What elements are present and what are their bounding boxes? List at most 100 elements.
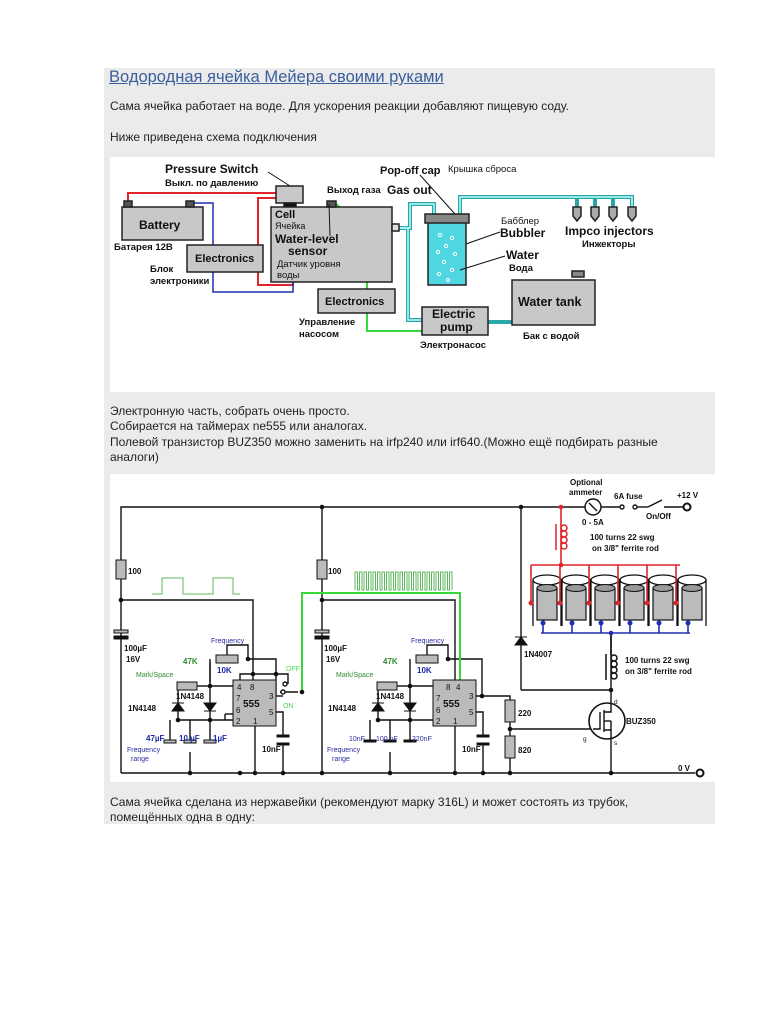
label-cap: 100µF bbox=[124, 644, 147, 653]
label-ic: 555 bbox=[243, 699, 260, 710]
label-bubbler-ru: Бабблер bbox=[501, 216, 539, 227]
label-coil1-2: on 3/8" ferrite rod bbox=[592, 544, 659, 553]
label-battery: Battery bbox=[139, 218, 181, 232]
top-rail bbox=[120, 506, 585, 773]
resistor-220 bbox=[504, 699, 516, 723]
label-cell: Cell bbox=[275, 209, 295, 221]
node-dot bbox=[540, 620, 546, 626]
resistor-820 bbox=[504, 735, 516, 759]
node-dot bbox=[656, 620, 662, 626]
label-pot-10k: 10K bbox=[217, 666, 232, 675]
pin-label: 4 bbox=[237, 683, 242, 692]
circuit-schematic: 100 100µF 16V 1N4148 1N4148 555 10nF 100… bbox=[110, 474, 715, 782]
switch-off-label: OFF bbox=[286, 666, 300, 673]
label-r-100: 100 bbox=[128, 567, 142, 576]
wire-red-battery bbox=[127, 192, 276, 203]
label-drain: d bbox=[614, 699, 618, 706]
label-diode: 1N4148 bbox=[128, 704, 157, 713]
label-pump-1: Electric bbox=[432, 307, 476, 321]
label-electronics-ru-2: электроники bbox=[150, 276, 210, 287]
pot-10k bbox=[215, 654, 239, 664]
diode-icon bbox=[371, 702, 385, 712]
node-dot bbox=[644, 600, 650, 606]
label-diode: 1N4148 bbox=[176, 692, 205, 701]
pin-label: 8 bbox=[446, 683, 451, 692]
bubbler-cap bbox=[424, 213, 470, 224]
pot-47k bbox=[376, 681, 398, 691]
junction-dot bbox=[507, 726, 513, 732]
node-dot bbox=[615, 600, 621, 606]
cell-inner-tube bbox=[536, 587, 558, 621]
label-bubbler: Bubbler bbox=[500, 226, 546, 240]
junction-dot bbox=[375, 717, 381, 723]
junction-dot bbox=[407, 683, 413, 689]
electrolysis-cells bbox=[528, 565, 707, 633]
label-mark-space: Mark/Space bbox=[336, 672, 373, 679]
label-c5: 10nF bbox=[262, 745, 281, 754]
paragraph-electronics-2: Собирается на таймерах ne555 или аналога… bbox=[110, 419, 368, 433]
cell-inner-rim bbox=[623, 584, 645, 592]
pin-label: 2 bbox=[236, 717, 241, 726]
node-dot bbox=[685, 620, 691, 626]
pin-label: 6 bbox=[436, 706, 441, 715]
cell-box bbox=[270, 206, 393, 283]
bubbler-jar bbox=[427, 221, 467, 286]
label-water-level-ru-1: Датчик уровня bbox=[277, 259, 341, 270]
label-gas-out-ru: Выход газа bbox=[327, 185, 381, 196]
cell-outer-rim bbox=[561, 574, 591, 586]
junction-dot bbox=[319, 504, 325, 510]
waveform-slow bbox=[152, 577, 240, 595]
cell-inner-tube bbox=[652, 587, 674, 621]
junction-dot bbox=[558, 562, 564, 568]
label-frequency-range-1: Frequency bbox=[127, 747, 161, 754]
node-dot bbox=[673, 600, 679, 606]
article-title-link[interactable]: Водородная ячейка Мейера своими руками bbox=[109, 68, 444, 86]
junction-dot bbox=[387, 770, 393, 776]
label-pot-10k: 10K bbox=[417, 666, 432, 675]
label-electronics-ru-1: Блок bbox=[150, 264, 174, 275]
paragraph-electronics-4: аналоги) bbox=[110, 450, 159, 464]
pin-label: 6 bbox=[236, 706, 241, 715]
cell-inner-tube bbox=[681, 587, 703, 621]
label-supply: +12 V bbox=[677, 491, 699, 500]
cell-inner-rim bbox=[652, 584, 674, 592]
electronics-pump-box bbox=[317, 288, 396, 314]
label-frequency-range-1: Frequency bbox=[327, 747, 361, 754]
paragraph-cell-1: Сама ячейка сделана из нержавейки (реком… bbox=[110, 795, 629, 809]
pipe-return bbox=[400, 226, 422, 322]
label-frequency: Frequency bbox=[211, 638, 245, 645]
label-water-level-ru-2: воды bbox=[277, 270, 300, 281]
label-water-level-1: Water-level bbox=[275, 232, 339, 246]
ic-555 bbox=[232, 679, 277, 727]
wire-blue bbox=[192, 202, 294, 293]
label-cap-voltage: 16V bbox=[326, 655, 341, 664]
label-pressure-switch-ru: Выкл. по давлению bbox=[165, 178, 258, 189]
label-pump-ru: Электронасос bbox=[420, 340, 486, 351]
node-dot bbox=[528, 600, 534, 606]
label-r-220: 220 bbox=[518, 709, 532, 718]
resistor-100 bbox=[316, 559, 328, 580]
label-frequency-range-2: range bbox=[131, 756, 149, 763]
node-dot bbox=[557, 600, 563, 606]
label-c1: 47µF bbox=[146, 734, 165, 743]
pin-label: 7 bbox=[436, 694, 441, 703]
label-pot-47k: 47K bbox=[383, 657, 398, 666]
pin-label: 1 bbox=[253, 717, 258, 726]
label-injectors-ru: Инжекторы bbox=[582, 239, 635, 250]
junction-dot bbox=[480, 770, 486, 776]
junction-dot bbox=[175, 717, 181, 723]
label-water: Water bbox=[506, 248, 539, 262]
label-cap-voltage: 16V bbox=[126, 655, 141, 664]
label-ammeter-1: Optional bbox=[570, 478, 602, 487]
junction-dot bbox=[319, 597, 325, 603]
paragraph-intro: Сама ячейка работает на воде. Для ускоре… bbox=[110, 99, 569, 113]
label-popoff-cap-ru: Крышка сброса bbox=[448, 164, 517, 175]
label-electronics-pump: Electronics bbox=[325, 296, 384, 308]
label-r-820: 820 bbox=[518, 746, 532, 755]
coil-icon bbox=[605, 654, 618, 680]
junction-dot bbox=[237, 770, 243, 776]
label-water-ru: Вода bbox=[509, 263, 534, 274]
label-cap: 100µF bbox=[324, 644, 347, 653]
waveform-fast bbox=[354, 571, 453, 591]
water-tank-box bbox=[511, 279, 596, 326]
